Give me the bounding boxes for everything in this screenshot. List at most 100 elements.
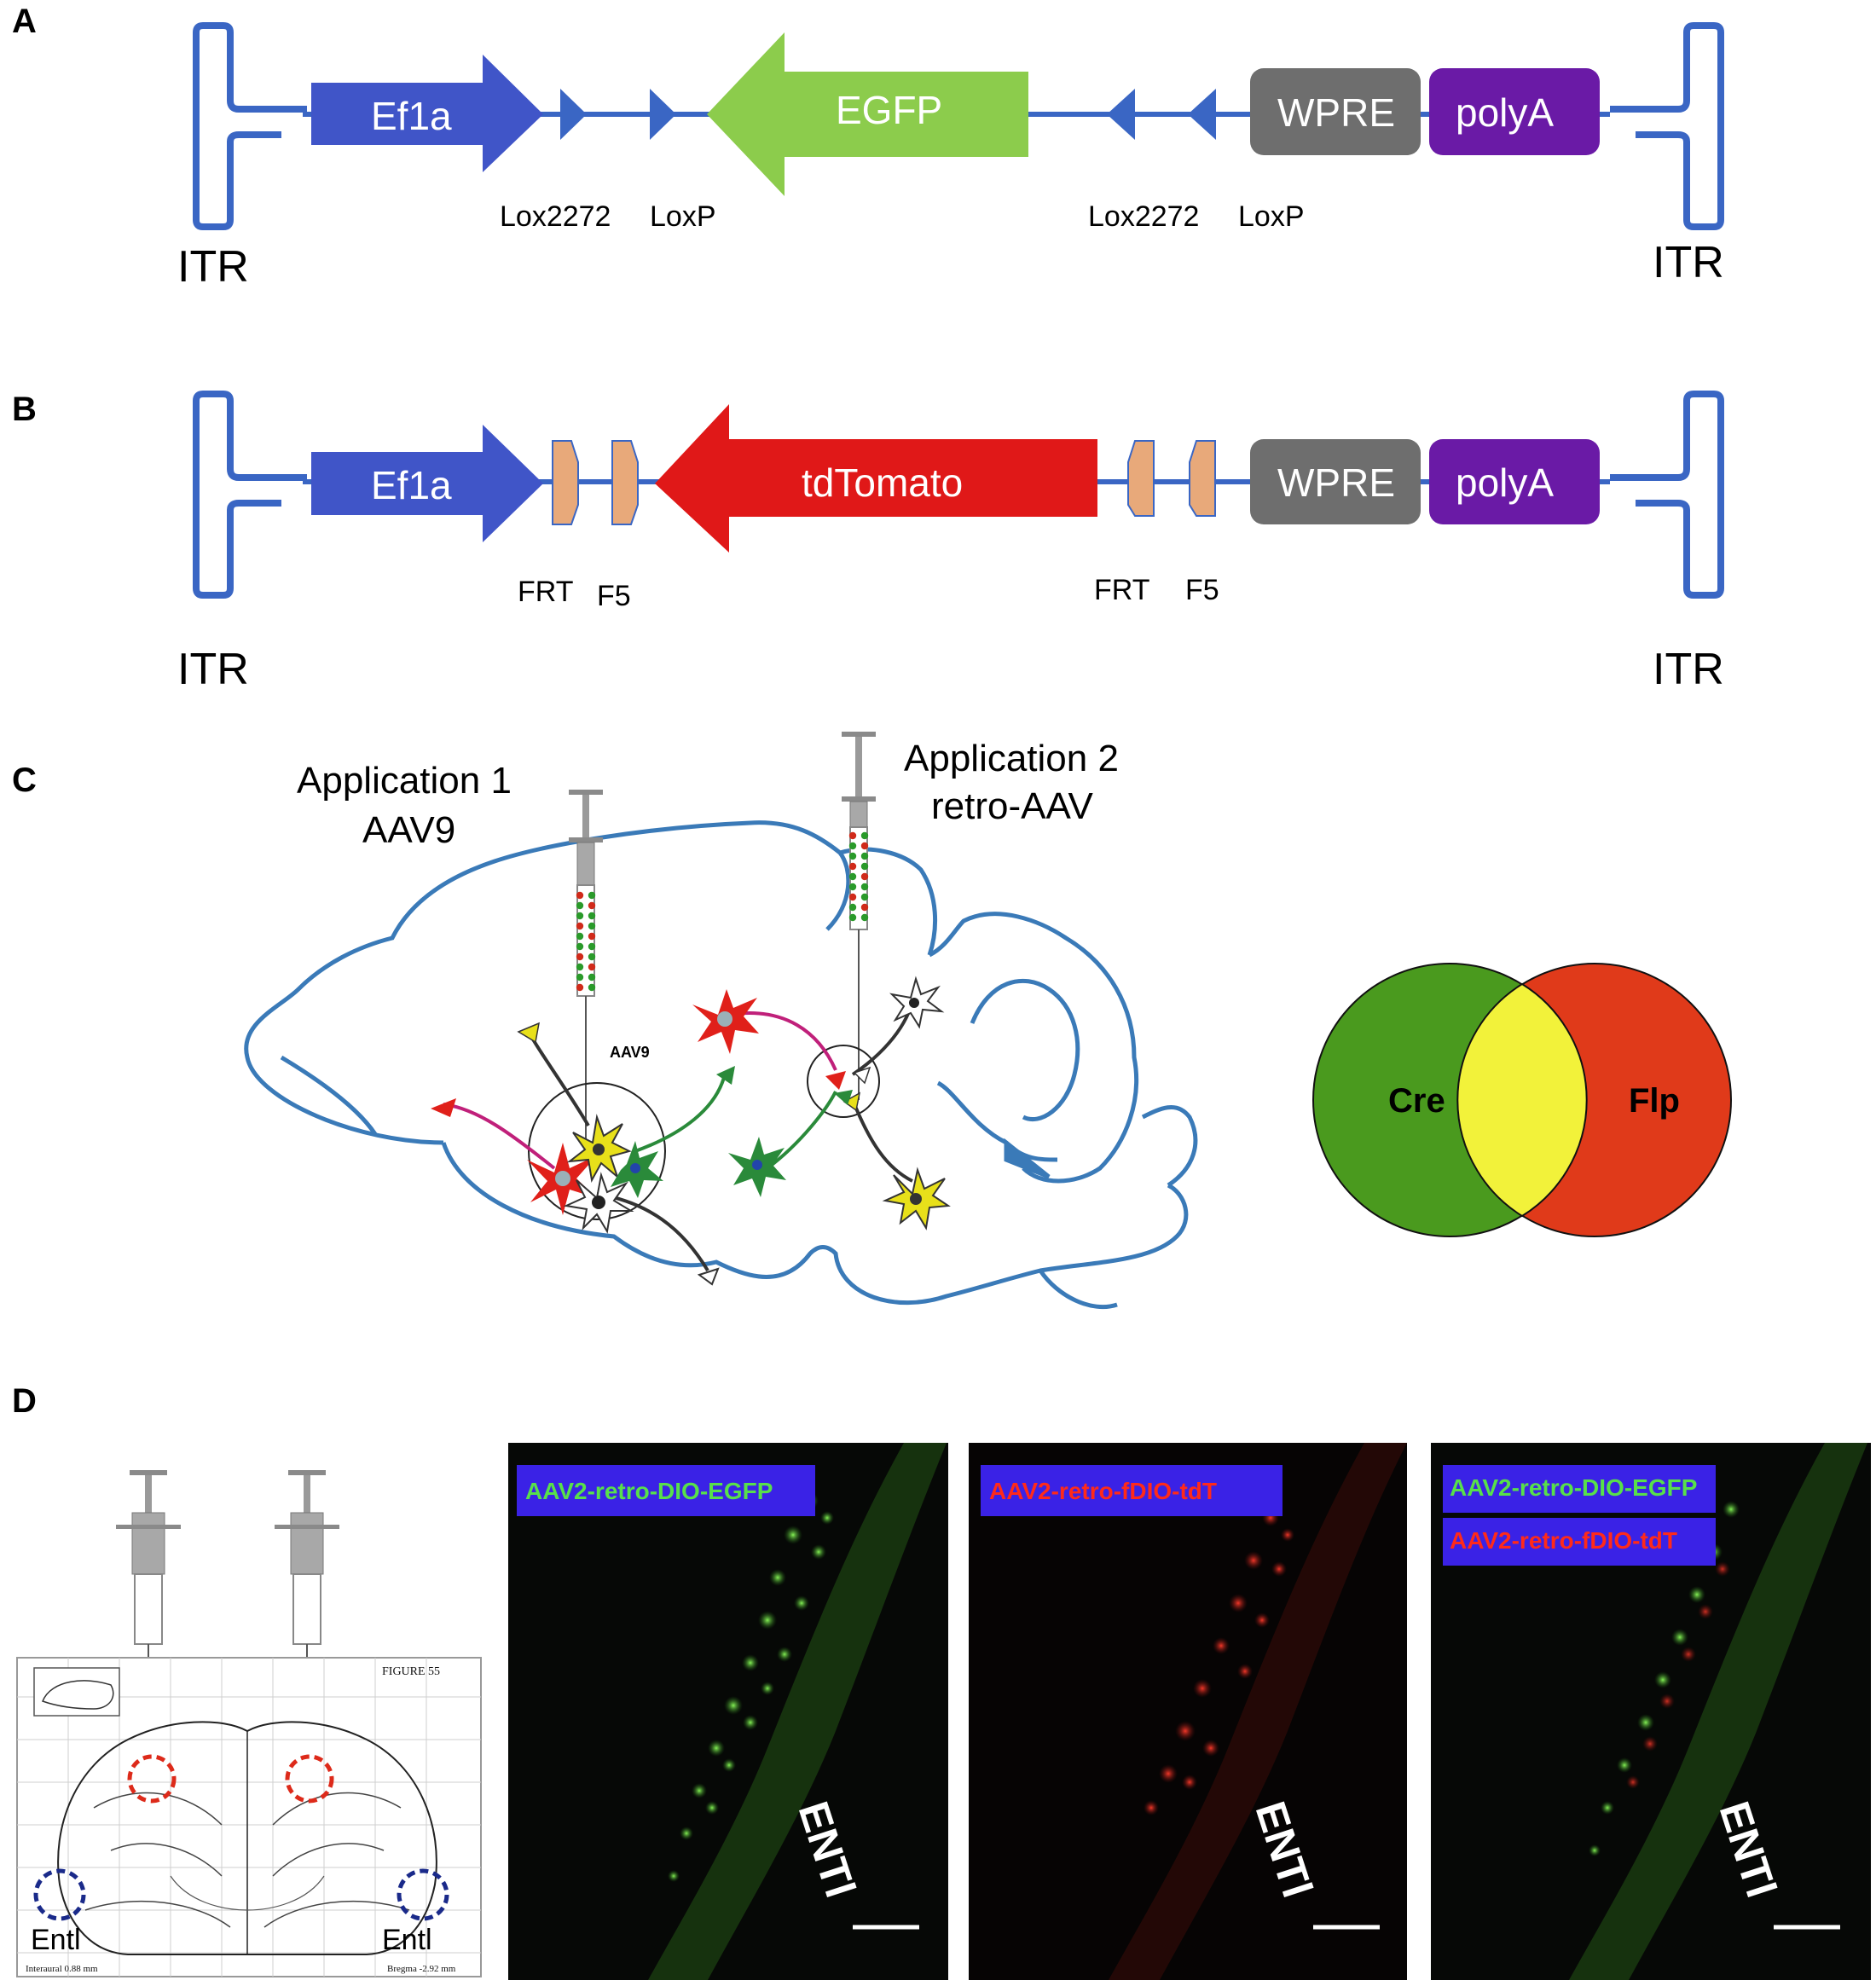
f5-site-1 xyxy=(611,440,639,525)
injection-site-left xyxy=(127,1754,177,1804)
atlas-header: FIGURE 55 xyxy=(382,1665,440,1678)
virus-particle xyxy=(588,891,596,900)
panel-a: A ITR Ef1a EGFP WPRE polyA ITR Lox2272 L… xyxy=(12,3,1724,292)
itr-right-symbol xyxy=(1610,22,1724,230)
virus-particle xyxy=(860,903,869,912)
venn-cre-label: Cre xyxy=(1388,1082,1445,1120)
application-2-line-1: Application 2 xyxy=(904,738,1119,779)
panel-a-letter: A xyxy=(12,3,37,40)
virus-particle xyxy=(848,852,857,860)
itr-right-label-b: ITR xyxy=(1653,645,1724,694)
virus-particle xyxy=(588,983,596,992)
itr-left-label: ITR xyxy=(177,242,249,292)
polya-label-b: polyA xyxy=(1456,460,1554,505)
tdtomato-image-label: AAV2-retro-fDIO-tdT xyxy=(989,1478,1217,1504)
polya-box xyxy=(1429,68,1600,155)
brain-aav9-label: AAV9 xyxy=(610,1044,650,1061)
virus-particle xyxy=(848,872,857,881)
merge-image-label-1: AAV2-retro-DIO-EGFP xyxy=(1450,1474,1697,1501)
virus-particle xyxy=(848,831,857,840)
site-label-f5-2: F5 xyxy=(1185,574,1219,606)
ef1a-label: Ef1a xyxy=(371,94,452,138)
site-label-f5-1: F5 xyxy=(597,580,631,612)
ef1a-promoter-arrow-b xyxy=(311,425,543,542)
itr-right-symbol-b xyxy=(1610,391,1724,599)
frt-site-1 xyxy=(552,440,579,525)
virus-particle xyxy=(576,942,584,951)
f5-site-2 xyxy=(1189,440,1216,517)
entl-region-right xyxy=(397,1868,449,1921)
neurons xyxy=(527,976,951,1234)
site-label-frt-2: FRT xyxy=(1094,574,1149,606)
injection-site-1 xyxy=(528,1082,666,1220)
entl-right-label: Entl xyxy=(382,1924,432,1956)
virus-particle xyxy=(848,903,857,912)
itr-left-label-b: ITR xyxy=(177,645,249,694)
micrograph-merge: AAV2-retro-DIO-EGFP AAV2-retro-fDIO-tdT … xyxy=(1431,1443,1871,1980)
site-label-loxp-2: LoxP xyxy=(1238,200,1305,233)
virus-particle xyxy=(860,893,869,901)
virus-particle xyxy=(860,883,869,891)
virus-particle xyxy=(576,932,584,941)
site-label-lox2272-1: Lox2272 xyxy=(500,200,611,233)
virus-particle xyxy=(576,912,584,920)
panel-c-letter: C xyxy=(12,761,37,799)
virus-particle xyxy=(576,983,584,992)
itr-left-symbol xyxy=(193,22,307,230)
egfp-image-label: AAV2-retro-DIO-EGFP xyxy=(525,1478,773,1504)
axons xyxy=(443,1001,914,1272)
merge-green-cells xyxy=(1589,1501,1740,1856)
virus-particle xyxy=(848,842,857,850)
virus-particle xyxy=(588,963,596,971)
axon-terminals xyxy=(431,1022,871,1286)
virus-particle xyxy=(576,891,584,900)
syringe-2 xyxy=(842,732,876,1100)
merge-image-label-2: AAV2-retro-fDIO-tdT xyxy=(1450,1527,1677,1554)
entl-region-left xyxy=(33,1868,86,1921)
ef1a-label-b: Ef1a xyxy=(371,463,452,507)
virus-particle xyxy=(588,922,596,930)
atlas-footer-left: Interaural 0.88 mm xyxy=(26,1964,98,1974)
wpre-label: WPRE xyxy=(1277,90,1395,135)
wpre-box xyxy=(1250,68,1421,155)
virus-particle xyxy=(588,942,596,951)
virus-particle xyxy=(860,831,869,840)
injection-site-right xyxy=(285,1754,334,1804)
virus-particle xyxy=(860,913,869,922)
itr-right-label: ITR xyxy=(1653,238,1724,287)
virus-particle xyxy=(588,973,596,981)
wpre-box-b xyxy=(1250,439,1421,524)
virus-particle xyxy=(576,963,584,971)
wpre-label-b: WPRE xyxy=(1277,460,1395,505)
site-label-frt-1: FRT xyxy=(518,576,573,608)
virus-particle xyxy=(848,862,857,871)
virus-particle xyxy=(848,893,857,901)
panel-b: B ITR Ef1a tdTomato WPRE polyA ITR FRT F… xyxy=(12,391,1724,694)
tdtomato-cells xyxy=(1144,1509,1294,1815)
egfp-cells xyxy=(668,1492,834,1882)
ef1a-promoter-arrow xyxy=(311,55,543,172)
application-1-line-1: Application 1 xyxy=(297,760,512,802)
loxp-site-2 xyxy=(1188,89,1216,140)
site-label-lox2272-2: Lox2272 xyxy=(1088,200,1199,233)
venn-diagram: Cre Flp xyxy=(1312,963,1732,1237)
panel-d: D xyxy=(12,1382,1871,1980)
virus-particle xyxy=(848,883,857,891)
loxp-site-1 xyxy=(650,89,676,140)
virus-particle xyxy=(576,901,584,910)
virus-particle xyxy=(860,842,869,850)
virus-particle xyxy=(588,912,596,920)
site-label-loxp-1: LoxP xyxy=(650,200,716,233)
virus-particle xyxy=(588,952,596,961)
virus-particle xyxy=(576,952,584,961)
egfp-gene-arrow xyxy=(707,32,1028,196)
micrograph-egfp: AAV2-retro-DIO-EGFP ENTl xyxy=(508,1443,948,1980)
virus-particle xyxy=(860,852,869,860)
egfp-label: EGFP xyxy=(836,88,942,132)
virus-particle xyxy=(848,913,857,922)
atlas-footer-right: Bregma -2.92 mm xyxy=(387,1964,456,1974)
tdtomato-label: tdTomato xyxy=(802,460,963,505)
brain-atlas: FIGURE 55 Entl Entl Interaural 0.88 mm B… xyxy=(16,1657,482,1977)
frt-site-2 xyxy=(1127,440,1155,517)
